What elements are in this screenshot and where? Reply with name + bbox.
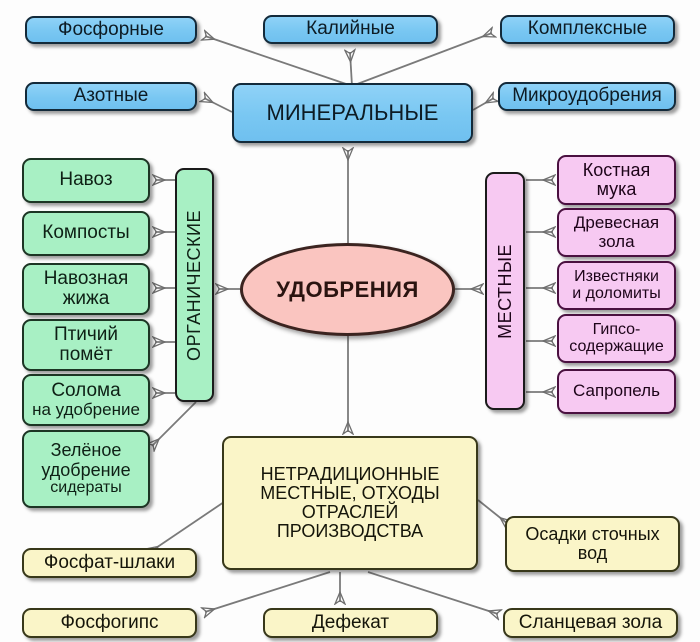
- node-gypsum-containing-label-line2: содержащие: [569, 337, 664, 355]
- node-sapropel[interactable]: Сапропель: [557, 369, 676, 414]
- node-phosphorus[interactable]: Фосфорные: [25, 16, 197, 44]
- branch-nontraditional-label-line3: ОТРАСЛЕЙ: [301, 502, 399, 522]
- node-green-manure-label-line1: Зелёное: [50, 440, 122, 461]
- node-wood-ash-label-line2: зола: [598, 231, 635, 251]
- branch-local[interactable]: МЕСТНЫЕ: [485, 172, 525, 410]
- center-node-label: УДОБРЕНИЯ: [276, 276, 419, 302]
- node-green-manure-label-line3: сидераты: [50, 478, 122, 496]
- node-manure[interactable]: Навоз: [22, 158, 150, 203]
- node-sewage-sludge-label-line1: Осадки сточных: [525, 523, 660, 544]
- node-complex-label: Комплексные: [527, 18, 648, 40]
- center-node-fertilizers[interactable]: УДОБРЕНИЯ: [240, 243, 455, 336]
- node-compost[interactable]: Компосты: [22, 211, 150, 256]
- node-manure-label: Навоз: [59, 169, 113, 191]
- node-shale-ash[interactable]: Сланцевая зола: [503, 608, 678, 638]
- node-straw-label-line2: на удобрение: [32, 400, 140, 420]
- branch-organic[interactable]: ОРГАНИЧЕСКИЕ: [175, 168, 214, 402]
- node-green-manure[interactable]: Зелёное удобрение сидераты: [22, 430, 150, 508]
- node-complex[interactable]: Комплексные: [500, 15, 675, 44]
- node-bird-droppings-label-line2: помёт: [59, 344, 113, 365]
- node-defecate[interactable]: Дефекат: [263, 608, 438, 638]
- node-compost-label: Компосты: [42, 222, 130, 244]
- node-potassium-label: Калийные: [306, 18, 395, 40]
- node-wood-ash[interactable]: Древесная зола: [557, 208, 676, 257]
- node-bone-meal[interactable]: Костная мука: [557, 155, 676, 205]
- node-green-manure-label-line2: удобрение: [41, 459, 131, 480]
- branch-organic-label: ОРГАНИЧЕСКИЕ: [184, 209, 204, 361]
- node-phosphate-slag[interactable]: Фосфат-шлаки: [22, 548, 197, 578]
- node-sewage-sludge[interactable]: Осадки сточных вод: [505, 516, 680, 572]
- node-bird-droppings-label-line1: Птичий: [53, 323, 119, 345]
- branch-mineral[interactable]: МИНЕРАЛЬНЫЕ: [232, 83, 473, 143]
- node-straw[interactable]: Солома на удобрение: [22, 374, 150, 426]
- branch-mineral-label: МИНЕРАЛЬНЫЕ: [266, 100, 439, 126]
- node-limestone-dolomite[interactable]: Известняки и доломиты: [557, 261, 676, 310]
- node-straw-label-line1: Солома: [51, 379, 121, 401]
- branch-local-label: МЕСТНЫЕ: [494, 243, 515, 339]
- node-defecate-label: Дефекат: [311, 611, 390, 633]
- node-gypsum-containing-label-line1: Гипсо-: [592, 320, 641, 338]
- node-nitrogen-label: Азотные: [73, 85, 149, 107]
- branch-nontraditional[interactable]: НЕТРАДИЦИОННЫЕ МЕСТНЫЕ, ОТХОДЫ ОТРАСЛЕЙ …: [222, 436, 478, 570]
- node-bone-meal-label-line1: Костная: [582, 159, 651, 180]
- node-nitrogen[interactable]: Азотные: [25, 82, 197, 111]
- node-bone-meal-label-line2: мука: [596, 179, 637, 199]
- node-bird-droppings[interactable]: Птичий помёт: [22, 319, 150, 371]
- node-sewage-sludge-label-line2: вод: [577, 543, 608, 563]
- node-wood-ash-label-line1: Древесная: [573, 213, 660, 233]
- node-micro-fertilizers[interactable]: Микроудобрения: [498, 82, 676, 111]
- node-phosphorus-label: Фосфорные: [58, 18, 164, 40]
- node-gypsum-containing[interactable]: Гипсо- содержащие: [557, 314, 676, 363]
- node-shale-ash-label: Сланцевая зола: [518, 611, 663, 633]
- node-sapropel-label: Сапропель: [573, 381, 660, 401]
- node-liquid-manure-label-line1: Навозная: [43, 267, 129, 289]
- branch-nontraditional-label-line4: ПРОИЗВОДСТВА: [276, 521, 424, 542]
- branch-nontraditional-label-line2: МЕСТНЫЕ, ОТХОДЫ: [260, 482, 440, 503]
- node-liquid-manure-label-line2: жижа: [62, 288, 110, 309]
- branch-nontraditional-label-line1: НЕТРАДИЦИОННЫЕ: [260, 463, 440, 484]
- node-phosphogypsum[interactable]: Фосфогипс: [22, 608, 197, 638]
- node-potassium[interactable]: Калийные: [263, 15, 438, 44]
- node-phosphate-slag-label: Фосфат-шлаки: [43, 551, 176, 573]
- node-phosphogypsum-label: Фосфогипс: [60, 611, 159, 633]
- node-limestone-dolomite-label-line1: Известняки: [574, 267, 659, 285]
- node-micro-fertilizers-label: Микроудобрения: [512, 85, 662, 107]
- node-liquid-manure[interactable]: Навозная жижа: [22, 263, 150, 315]
- node-limestone-dolomite-label-line2: и доломиты: [572, 284, 661, 302]
